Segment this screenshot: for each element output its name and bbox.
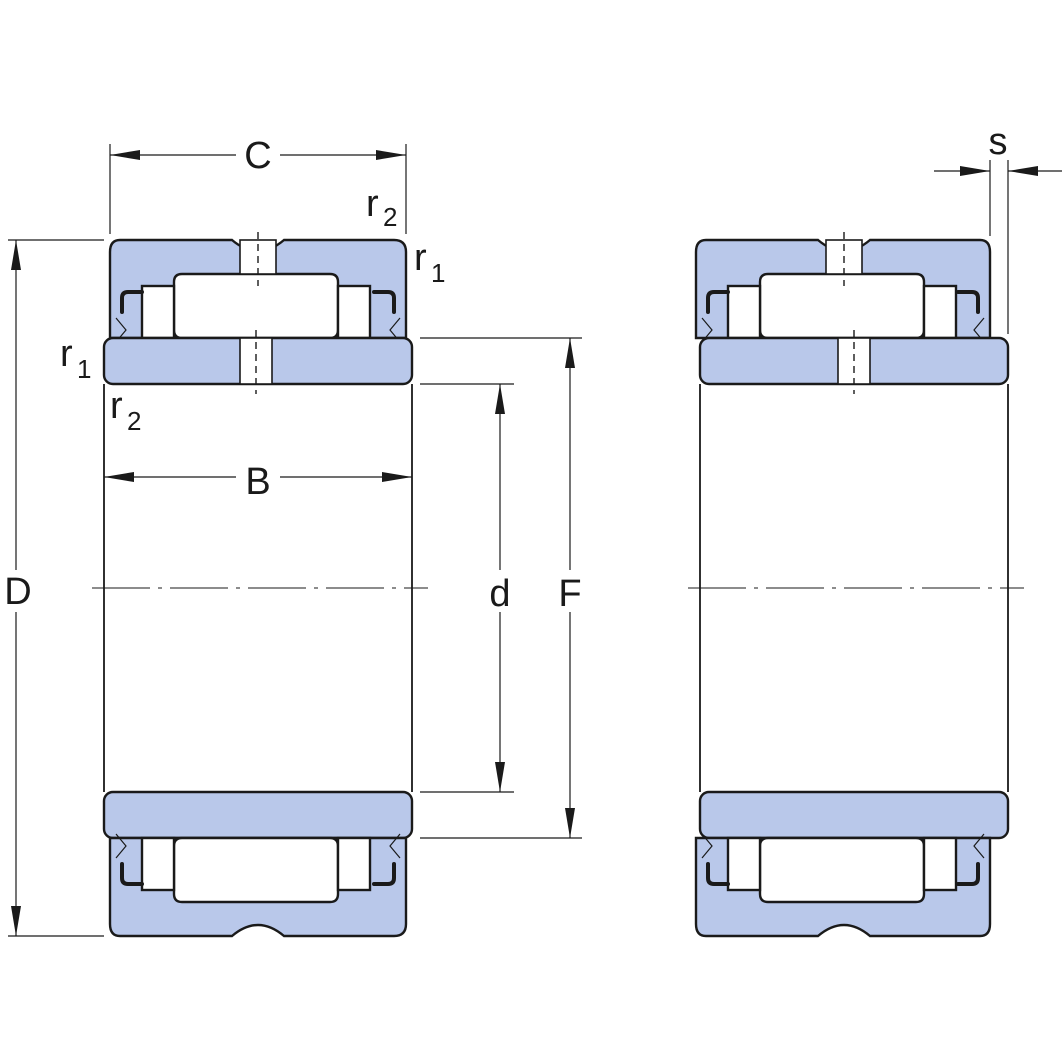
dimension-C: C [109, 135, 407, 234]
subscript-2: 2 [127, 406, 141, 436]
cage-right-top [922, 284, 958, 340]
radius-r1-top: r 1 [414, 237, 445, 288]
label-r: r [414, 237, 427, 279]
label-D: D [4, 571, 31, 613]
radius-r2-left: r 2 [110, 385, 141, 436]
label-F: F [558, 573, 581, 615]
roller-top [172, 272, 340, 340]
subscript-1: 1 [431, 258, 445, 288]
cage-left-top [726, 284, 762, 340]
dimension-D: D [4, 239, 104, 937]
subscript-1: 1 [77, 354, 91, 384]
dimension-s: s [934, 121, 1062, 334]
roller-top [758, 272, 926, 340]
label-s: s [989, 121, 1008, 163]
right-bearing [688, 232, 1024, 938]
radius-r1-left: r 1 [60, 333, 91, 384]
dimension-F: F [420, 337, 582, 839]
dimension-B: B [104, 461, 412, 503]
roller-bottom [172, 836, 340, 904]
label-C: C [244, 135, 271, 177]
inner-ring-bottom [102, 790, 414, 840]
cage-left-bottom [726, 836, 762, 892]
inner-ring-bottom [698, 790, 1010, 840]
left-bearing [92, 232, 428, 938]
cage-left-top [140, 284, 176, 340]
dimension-d: d [420, 383, 514, 793]
roller-bottom [758, 836, 926, 904]
cage-right-top [336, 284, 372, 340]
cage-left-bottom [140, 836, 176, 892]
label-B: B [245, 461, 270, 503]
subscript-2: 2 [383, 202, 397, 232]
radius-r2-top: r 2 [366, 183, 397, 232]
label-r: r [366, 183, 379, 225]
cage-right-bottom [922, 836, 958, 892]
cage-right-bottom [336, 836, 372, 892]
label-r: r [60, 333, 73, 375]
label-r: r [110, 385, 123, 427]
label-d: d [489, 573, 510, 615]
